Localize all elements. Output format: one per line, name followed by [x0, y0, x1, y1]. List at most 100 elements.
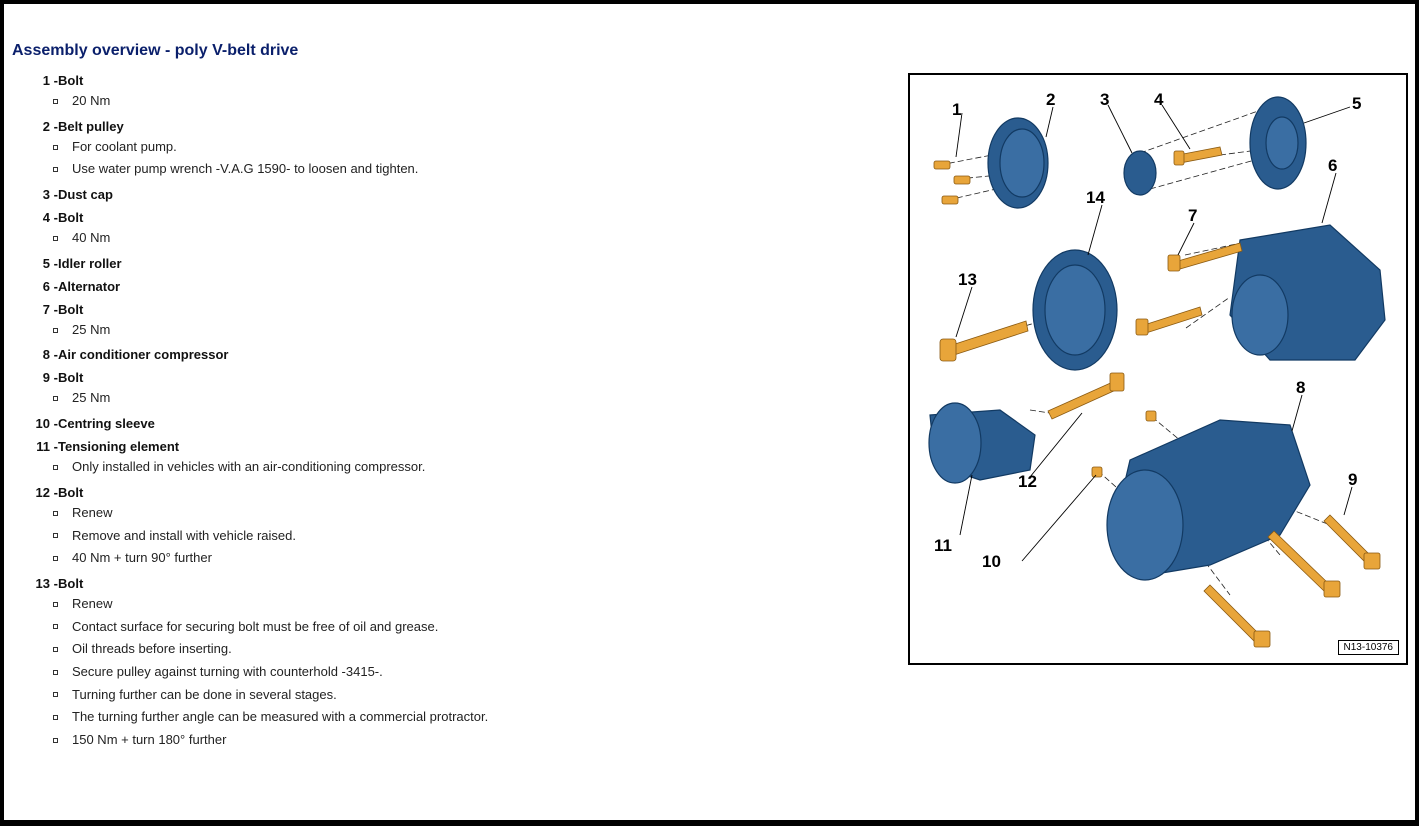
square-bullet-icon — [53, 647, 58, 653]
part-number: 10 — [35, 416, 50, 432]
square-bullet-icon — [53, 167, 58, 173]
part-name: Bolt — [58, 301, 84, 317]
part-number: 3 — [42, 187, 50, 203]
callout-labels: 1 2 3 4 5 6 7 8 9 10 11 12 13 14 — [934, 90, 1361, 571]
note-item: 40 Nm + turn 90° further — [4, 547, 884, 570]
part-item-3: 3 -Dust cap — [4, 186, 884, 204]
part-heading: 12 -Bolt — [4, 484, 884, 502]
note-text: The turning further angle can be measure… — [72, 709, 489, 725]
part-heading: 5 -Idler roller — [4, 255, 884, 273]
part-heading: 9 -Bolt — [4, 369, 884, 387]
part-notes: 25 Nm — [4, 387, 884, 410]
square-bullet-icon — [53, 98, 58, 104]
square-bullet-icon — [53, 235, 58, 241]
part-heading: 2 -Belt pulley — [4, 118, 884, 136]
callout-6: 6 — [1328, 156, 1337, 175]
part-number: 5 — [42, 255, 50, 271]
note-item: Turning further can be done in several s… — [4, 684, 884, 707]
callout-3: 3 — [1100, 90, 1109, 109]
note-text: 25 Nm — [72, 390, 111, 406]
note-item: Use water pump wrench -V.A.G 1590- to lo… — [4, 158, 884, 181]
document-page: Assembly overview - poly V-belt drive 1 … — [4, 4, 1415, 820]
figure-code-label: N13-10376 — [1337, 640, 1399, 655]
square-bullet-icon — [53, 692, 58, 698]
note-text: Contact surface for securing bolt must b… — [72, 618, 439, 634]
part-number: 12 — [35, 484, 50, 500]
part-notes: For coolant pump.Use water pump wrench -… — [4, 136, 884, 181]
part-item-1: 1 -Bolt 20 Nm — [4, 72, 884, 113]
part-heading: 13 -Bolt — [4, 575, 884, 593]
part-notes: 20 Nm — [4, 90, 884, 113]
square-bullet-icon — [53, 464, 58, 470]
part-name: Centring sleeve — [58, 416, 155, 432]
part-number: 8 — [42, 347, 50, 363]
callout-7: 7 — [1188, 206, 1197, 225]
callout-12: 12 — [1018, 472, 1037, 491]
note-item: Renew — [4, 593, 884, 616]
square-bullet-icon — [53, 396, 58, 402]
note-text: 40 Nm + turn 90° further — [72, 550, 212, 566]
square-bullet-icon — [53, 601, 58, 607]
part-name: Bolt — [58, 73, 84, 88]
part-heading: 7 -Bolt — [4, 301, 884, 319]
callout-1: 1 — [952, 100, 961, 119]
part-number: 9 — [42, 370, 50, 386]
note-item: Secure pulley against turning with count… — [4, 661, 884, 684]
note-text: Remove and install with vehicle raised. — [72, 527, 296, 543]
part-item-9: 9 -Bolt 25 Nm — [4, 369, 884, 410]
square-bullet-icon — [53, 510, 58, 516]
part-heading: 10 -Centring sleeve — [4, 415, 884, 433]
callout-2: 2 — [1046, 90, 1055, 109]
part-number: 7 — [42, 301, 50, 317]
square-bullet-icon — [53, 556, 58, 562]
part-number: 2 — [42, 118, 50, 134]
square-bullet-icon — [53, 669, 58, 675]
square-bullet-icon — [53, 327, 58, 333]
note-item: The turning further angle can be measure… — [4, 706, 884, 729]
part-number: 11 — [36, 439, 50, 455]
callout-5: 5 — [1352, 94, 1361, 113]
part-number: 6 — [42, 278, 50, 294]
square-bullet-icon — [53, 715, 58, 721]
part-heading: 8 -Air conditioner compressor — [4, 346, 884, 364]
note-text: 150 Nm + turn 180° further — [72, 732, 227, 747]
note-text: Renew — [72, 595, 113, 611]
note-text: 25 Nm — [72, 321, 111, 337]
part-heading: 1 -Bolt — [4, 72, 884, 90]
note-text: Only installed in vehicles with an air-c… — [72, 459, 426, 475]
part-item-10: 10 -Centring sleeve — [4, 415, 884, 433]
callout-10: 10 — [982, 552, 1001, 571]
note-text: 20 Nm — [72, 93, 111, 108]
part-name: Belt pulley — [58, 118, 124, 134]
note-text: Oil threads before inserting. — [72, 641, 232, 657]
note-item: 40 Nm — [4, 227, 884, 250]
callout-8: 8 — [1296, 378, 1305, 397]
square-bullet-icon — [53, 624, 58, 630]
part-notes: Only installed in vehicles with an air-c… — [4, 456, 884, 479]
part-number: 4 — [42, 210, 50, 226]
part-heading: 3 -Dust cap — [4, 186, 884, 204]
part-name: Dust cap — [58, 187, 113, 203]
part-name: Alternator — [58, 278, 121, 294]
note-item: 20 Nm — [4, 90, 884, 113]
note-item: Only installed in vehicles with an air-c… — [4, 456, 884, 479]
part-name: Bolt — [58, 370, 84, 386]
part-heading: 4 -Bolt — [4, 209, 884, 227]
part-name: Bolt — [58, 210, 84, 226]
assembly-drawing: 1 2 3 4 5 6 7 8 9 10 11 12 13 14 — [928, 90, 1386, 648]
note-item: 150 Nm + turn 180° further — [4, 729, 884, 752]
callout-9: 9 — [1348, 470, 1357, 489]
callout-13: 13 — [958, 270, 977, 289]
part-item-7: 7 -Bolt 25 Nm — [4, 301, 884, 342]
part-item-6: 6 -Alternator — [4, 278, 884, 296]
part-item-8: 8 -Air conditioner compressor — [4, 346, 884, 364]
note-item: Oil threads before inserting. — [4, 638, 884, 661]
page-title: Assembly overview - poly V-belt drive — [12, 42, 299, 59]
